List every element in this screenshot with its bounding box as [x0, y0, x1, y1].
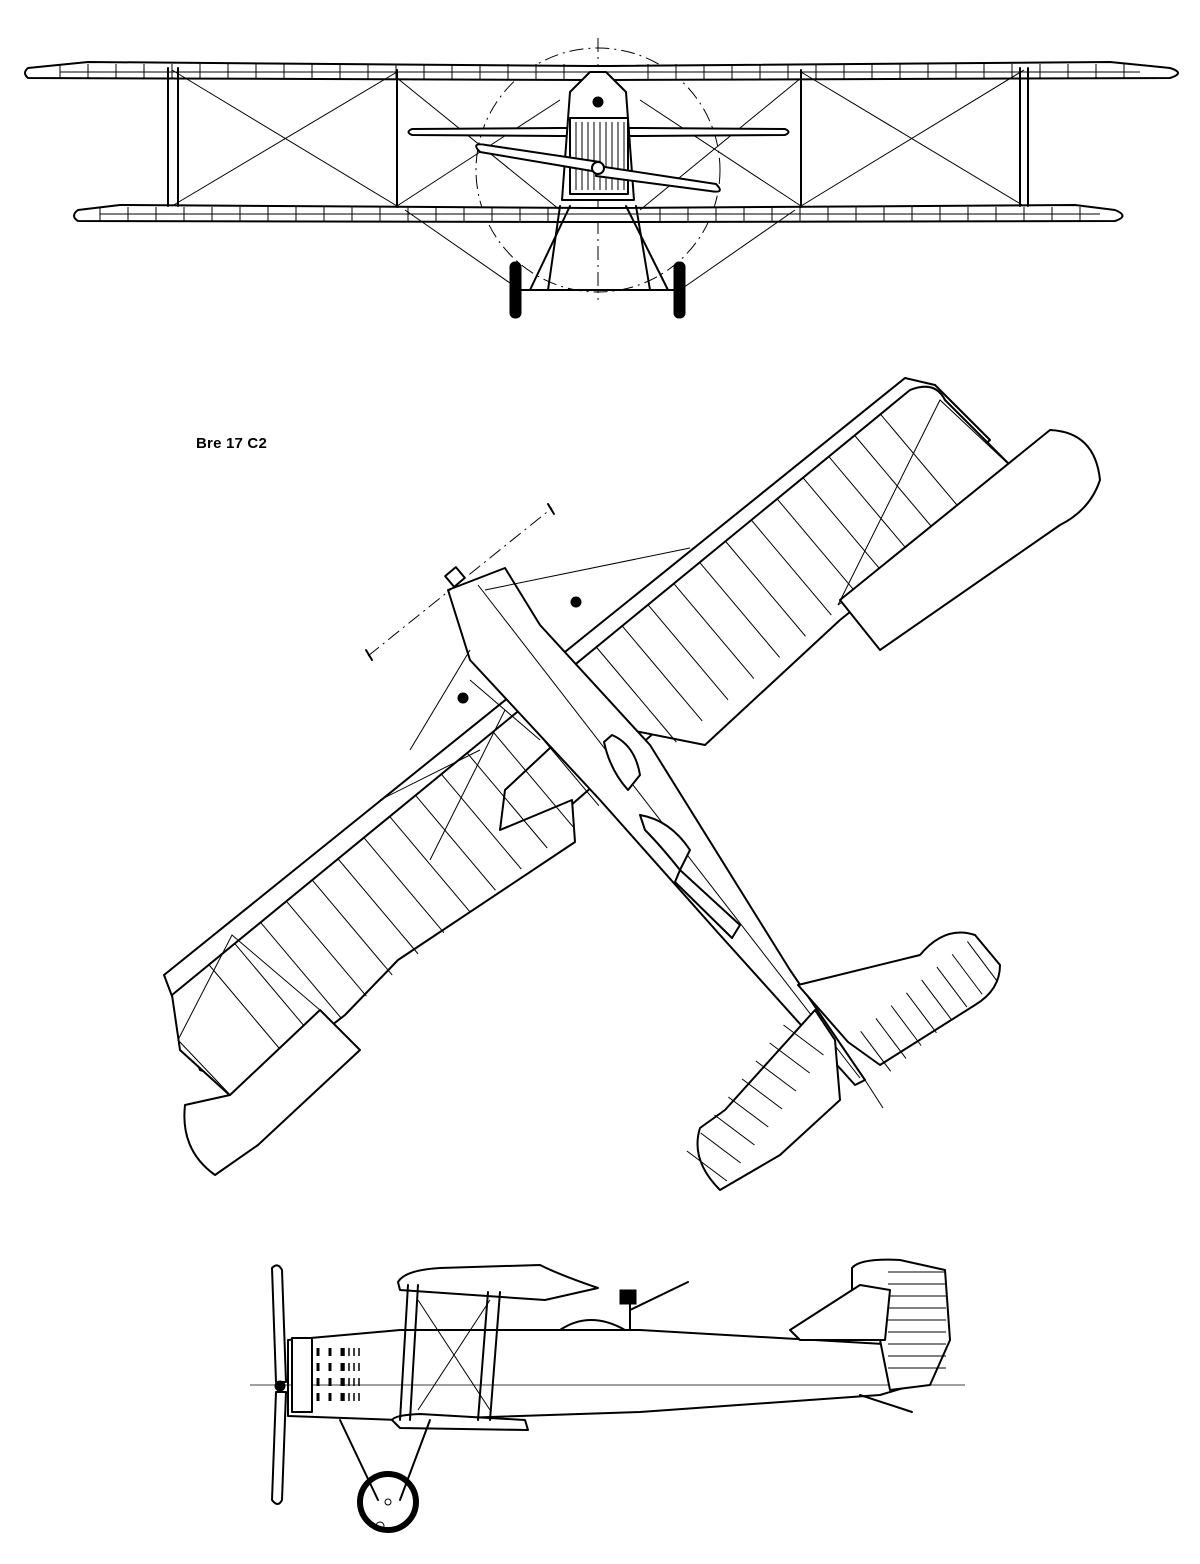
tail-skid-plan: [864, 1079, 884, 1109]
tail-rib: [769, 1042, 811, 1074]
plan-wing-rib: [337, 858, 419, 955]
propeller-lower-side: [271, 1391, 287, 1505]
plan-bracing: [379, 547, 691, 861]
radiator-side: [291, 1337, 313, 1413]
cockpit-side: [559, 1319, 626, 1331]
propeller-hub-front: [591, 161, 605, 175]
gear-leg-left-rear: [547, 205, 561, 291]
plan-wing-rib: [621, 625, 703, 722]
machine-gun-barrel: [629, 1281, 689, 1311]
interplane-struts-side: [399, 1284, 501, 1421]
plan-wing-rib: [802, 477, 884, 574]
tail-rib: [921, 979, 953, 1021]
aircraft-designation-label: Bre 17 C2: [196, 435, 268, 452]
rudder-ribs: [888, 1271, 946, 1369]
wheel-left: [509, 261, 522, 319]
propeller-blade-right: [595, 165, 721, 193]
upper-wing-ribs: [59, 64, 1125, 79]
tail-rib: [936, 966, 968, 1008]
gear-leg-right: [625, 205, 669, 291]
plan-wing-rib: [440, 773, 522, 870]
plan-wing-rib: [880, 413, 961, 510]
propeller-upper-side: [271, 1264, 287, 1383]
plan-wing-rib: [234, 943, 316, 1039]
wheel-valve-side: [375, 1521, 385, 1531]
plan-wing-rib: [466, 752, 548, 849]
plan-wing-rib: [415, 795, 496, 891]
tail-rib: [714, 1114, 755, 1146]
side-view: [250, 1258, 965, 1533]
plan-wing-rib: [854, 435, 936, 531]
rear-cockpit: [639, 814, 691, 871]
tail-rib: [860, 1031, 892, 1072]
gear-leg-right-rear: [635, 205, 651, 291]
plan-view: [163, 377, 1101, 1191]
propeller-plan: [367, 507, 553, 657]
plan-wing-rib: [363, 837, 445, 934]
plan-wing-rib: [699, 562, 781, 658]
plan-wing-rib: [647, 604, 729, 701]
prop-tip-a: [365, 649, 373, 661]
plan-wing-rib: [776, 498, 858, 595]
lower-wing-ribs: [99, 207, 1081, 221]
gun-ring-plan: [674, 869, 741, 939]
gear-strut-front: [339, 1419, 379, 1501]
plan-wing-rib: [311, 879, 393, 976]
plan-wing-rib: [492, 731, 574, 828]
plan-wing-rib: [725, 540, 806, 637]
lower-wing-side: [391, 1413, 529, 1431]
prop-tip-b: [547, 503, 555, 515]
plan-wing-rib: [389, 816, 471, 912]
front-cockpit: [603, 734, 641, 791]
tail-rib: [966, 941, 998, 982]
tailplane-right-plan: [797, 931, 1001, 1066]
front-view: [24, 38, 1179, 319]
plan-wing-rib: [286, 900, 367, 997]
plan-wing-rib: [828, 456, 910, 552]
plan-wing-rib: [208, 964, 290, 1061]
tail-rib: [875, 1018, 907, 1059]
wheel-plan-left: [457, 692, 469, 704]
machine-gun-body: [619, 1289, 637, 1305]
tail-rib: [783, 1024, 824, 1056]
lower-wing-tip-left: [183, 1009, 361, 1176]
tail-rib: [727, 1096, 769, 1128]
upper-wing-side: [397, 1264, 599, 1301]
tail-rib: [686, 1150, 728, 1182]
upper-wing-tip-right: [839, 429, 1101, 651]
wheel-side: [357, 1471, 419, 1533]
propeller-blade-left: [475, 143, 601, 173]
tailplane-ribs: [686, 941, 998, 1182]
wheel-plan-right: [570, 596, 582, 608]
gear-leg-left: [529, 205, 571, 291]
engine-hub: [592, 96, 604, 108]
plan-wing-rib: [750, 519, 832, 616]
upper-wing-ribs-plan: [208, 413, 961, 1061]
tail-rib: [890, 1005, 922, 1046]
wheel-hub-side: [384, 1498, 392, 1506]
tail-rib: [951, 953, 983, 995]
tail-rib: [755, 1060, 797, 1092]
engine-louvres: [316, 1348, 360, 1401]
wheel-right: [673, 261, 686, 319]
gear-strut-rear: [399, 1419, 431, 1501]
radiator-front: [569, 117, 629, 195]
tail-rib: [741, 1078, 783, 1110]
tail-skid-side: [859, 1394, 913, 1413]
tailplane-left-plan: [696, 1009, 841, 1191]
spinner-side: [274, 1380, 286, 1392]
cabane-bracing-side: [417, 1299, 491, 1411]
tail-rib: [700, 1132, 742, 1164]
plan-wing-rib: [260, 922, 341, 1018]
plan-wing-rib: [595, 646, 677, 743]
spinner-plan: [444, 566, 466, 588]
plan-wing-rib: [673, 583, 755, 679]
tailplane-side: [789, 1284, 891, 1341]
fuselage-side: [287, 1329, 931, 1421]
tail-rib: [906, 992, 937, 1034]
